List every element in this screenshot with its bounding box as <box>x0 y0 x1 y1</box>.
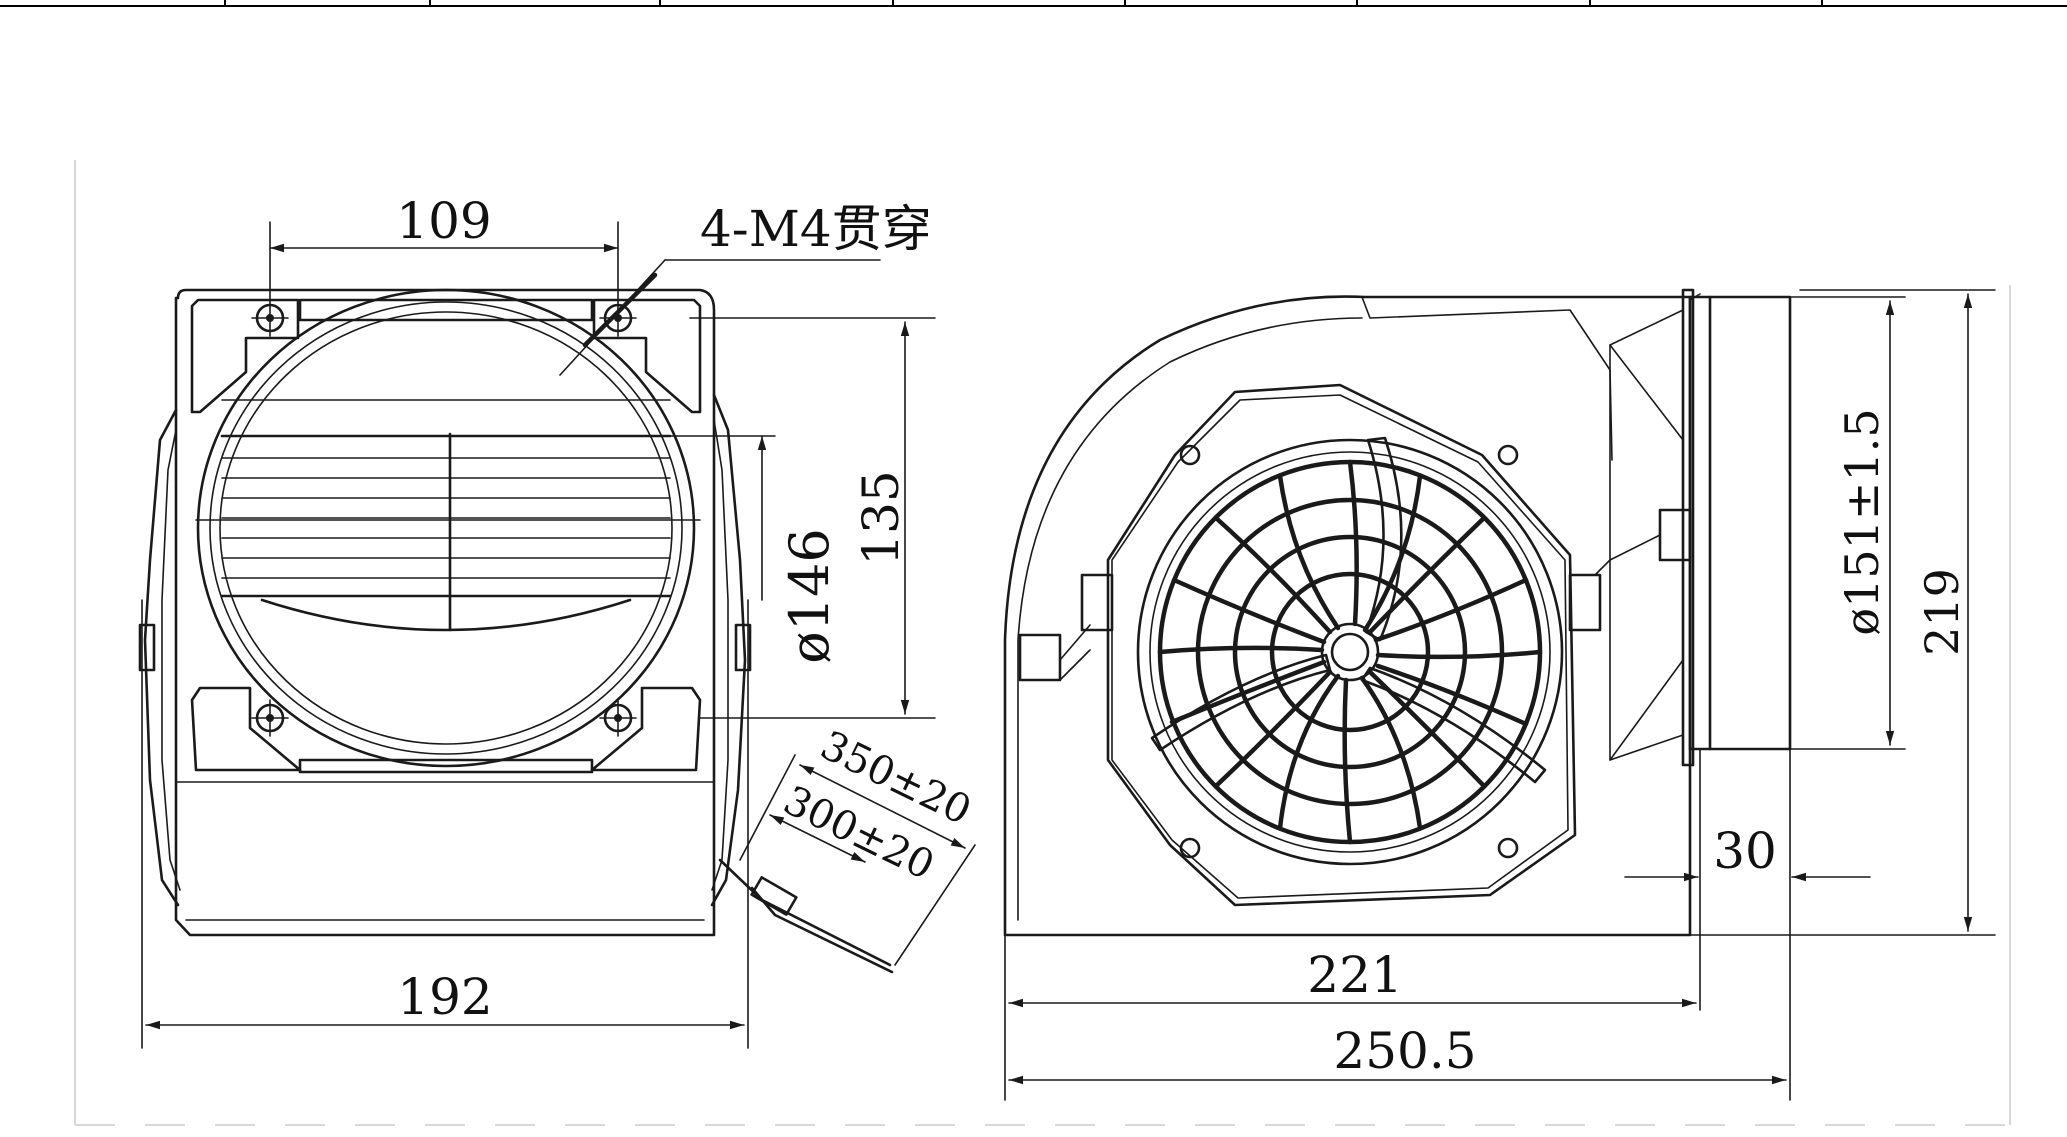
front-housing-outline <box>174 288 716 937</box>
impeller-blades <box>1150 436 1547 784</box>
motor-plate <box>1106 383 1577 907</box>
dim-hole-spacing: 109 <box>396 192 491 250</box>
dim-outlet-diameter: ø151±1.5 <box>1835 408 1889 635</box>
fan-guard <box>1136 438 1564 866</box>
title-block-strip <box>0 0 2067 7</box>
outlet-flange <box>1688 295 1792 751</box>
dim-width-front: 192 <box>397 968 492 1026</box>
front-grille <box>195 399 701 632</box>
dim-overall-height: 219 <box>1915 568 1969 656</box>
volute-outer <box>1003 295 1692 937</box>
side-dimensions: ø151±1.5 219 30 221 250.5 <box>1004 289 1996 1101</box>
hole-callout: 4-M4贯穿 <box>700 200 932 258</box>
fan-spokes <box>1157 459 1543 845</box>
dim-flange-depth: 30 <box>1713 822 1777 880</box>
power-cable <box>718 858 894 974</box>
front-inlet-ring-outer <box>196 288 696 768</box>
dim-body-length: 221 <box>1307 946 1402 1004</box>
front-view <box>138 288 894 974</box>
dim-inlet-diameter: ø146 <box>778 528 841 664</box>
dim-overall-length: 250.5 <box>1333 1022 1476 1080</box>
side-view <box>1003 288 1792 937</box>
side-mounting-holes <box>1179 444 1519 859</box>
front-mounting-holes <box>251 299 637 737</box>
dim-height-inlet: 135 <box>852 470 910 565</box>
sheet-border <box>74 160 2011 1126</box>
